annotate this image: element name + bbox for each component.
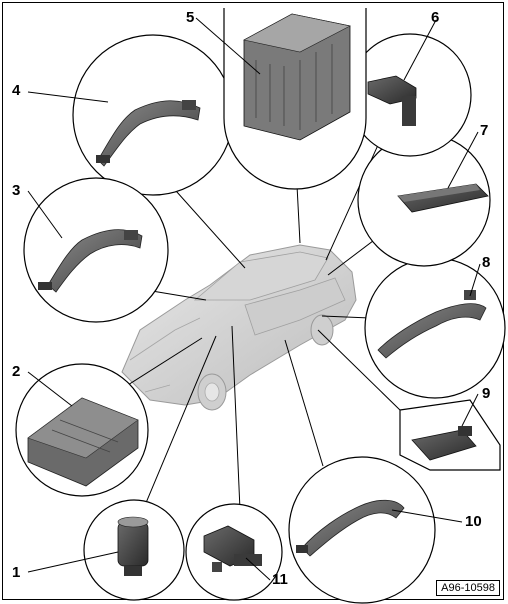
- callout-leaders: [27, 17, 481, 581]
- detail-circle-10: [288, 456, 436, 604]
- control-unit-part-2: [27, 397, 139, 487]
- callout-10: 10: [465, 513, 482, 530]
- door-handle-part-4: [96, 100, 201, 167]
- antenna-part-7: [397, 183, 489, 213]
- callout-11: 11: [272, 571, 288, 588]
- figure-reference-label: A96-10598: [436, 580, 500, 596]
- callout-3: 3: [12, 182, 21, 199]
- callout-8: 8: [482, 254, 491, 271]
- callout-6: 6: [431, 9, 440, 26]
- callout-4: 4: [12, 82, 21, 99]
- sensor-part-6: [367, 75, 417, 126]
- callout-2: 2: [12, 363, 21, 380]
- switch-part-1: [117, 516, 149, 576]
- control-module-part-5: [243, 13, 351, 141]
- diagram-border: [2, 2, 504, 600]
- antenna-part-9: [411, 426, 477, 461]
- callout-9: 9: [482, 385, 491, 402]
- detail-circle-8: [364, 257, 506, 399]
- callout-7: 7: [480, 122, 489, 139]
- door-handle-part-3: [38, 229, 143, 293]
- vehicle-illustration: [121, 244, 357, 411]
- callout-5: 5: [186, 9, 195, 26]
- callout-1: 1: [12, 564, 21, 581]
- door-handle-part-10: [296, 499, 405, 557]
